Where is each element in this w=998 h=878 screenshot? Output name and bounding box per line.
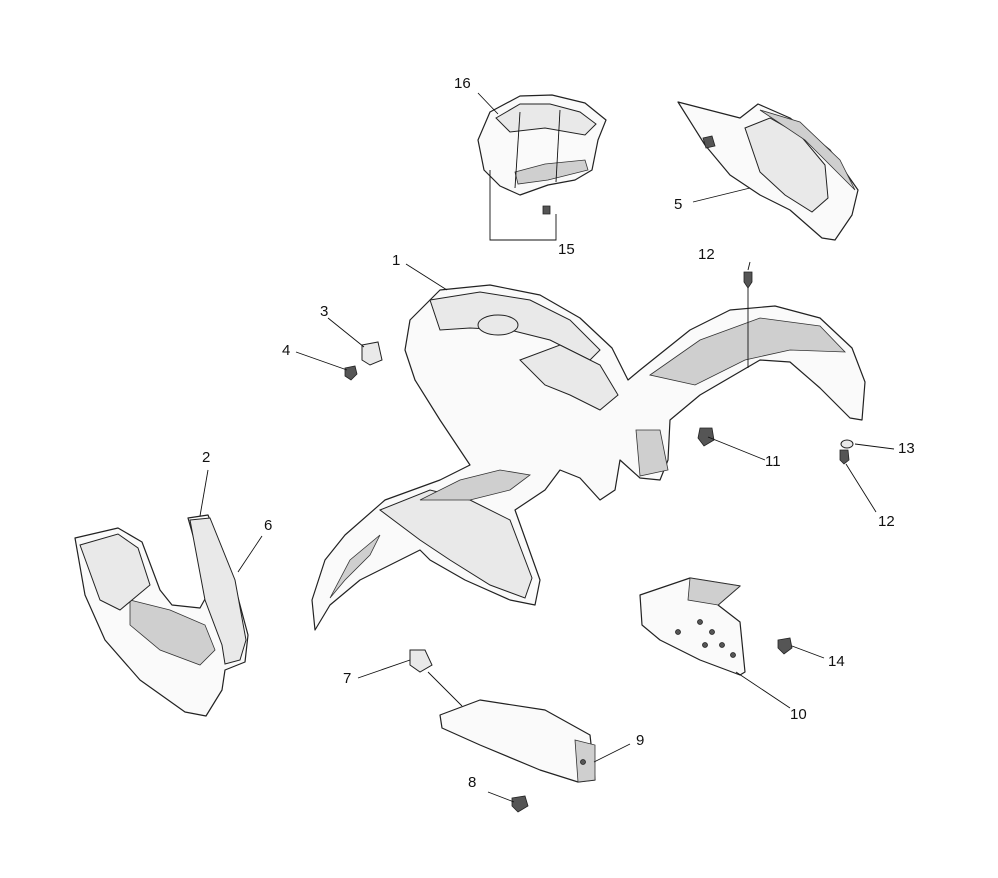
callout-12-lower: 12	[878, 513, 895, 530]
callout-6: 6	[264, 517, 273, 534]
callout-16: 16	[454, 75, 471, 92]
part-3-clip	[361, 341, 383, 366]
part-14-screw	[777, 637, 793, 655]
callout-11: 11	[765, 453, 781, 470]
callout-13: 13	[898, 440, 915, 457]
part-12-lower-screw	[839, 449, 850, 465]
part-8-screw	[511, 795, 529, 813]
callout-7: 7	[343, 670, 352, 687]
part-7-clip	[409, 649, 433, 673]
part-16-headlight-pod	[477, 94, 607, 215]
part-13-washer	[840, 439, 854, 449]
callout-15: 15	[558, 241, 575, 258]
callout-9: 9	[636, 732, 645, 749]
part-10-right-plate	[639, 577, 746, 676]
part-11-push-pin	[697, 427, 715, 447]
part-12-upper-screw	[743, 271, 753, 289]
part-4-screw	[344, 365, 358, 381]
callout-5: 5	[674, 196, 683, 213]
fasteners	[344, 271, 854, 813]
callout-4: 4	[282, 342, 291, 359]
leader-lines	[199, 92, 895, 803]
callout-10: 10	[790, 706, 807, 723]
callout-12-upper: 12	[698, 246, 715, 263]
part-1-front-body	[311, 284, 866, 631]
callout-3: 3	[320, 303, 329, 320]
part-5-rear-cover	[677, 101, 859, 241]
part-9-lower-bracket	[439, 699, 596, 783]
part-2-6-left-footwell	[74, 514, 249, 717]
callout-14: 14	[828, 653, 845, 670]
callout-2: 2	[202, 449, 211, 466]
callout-8: 8	[468, 774, 477, 791]
callout-1: 1	[392, 252, 401, 269]
